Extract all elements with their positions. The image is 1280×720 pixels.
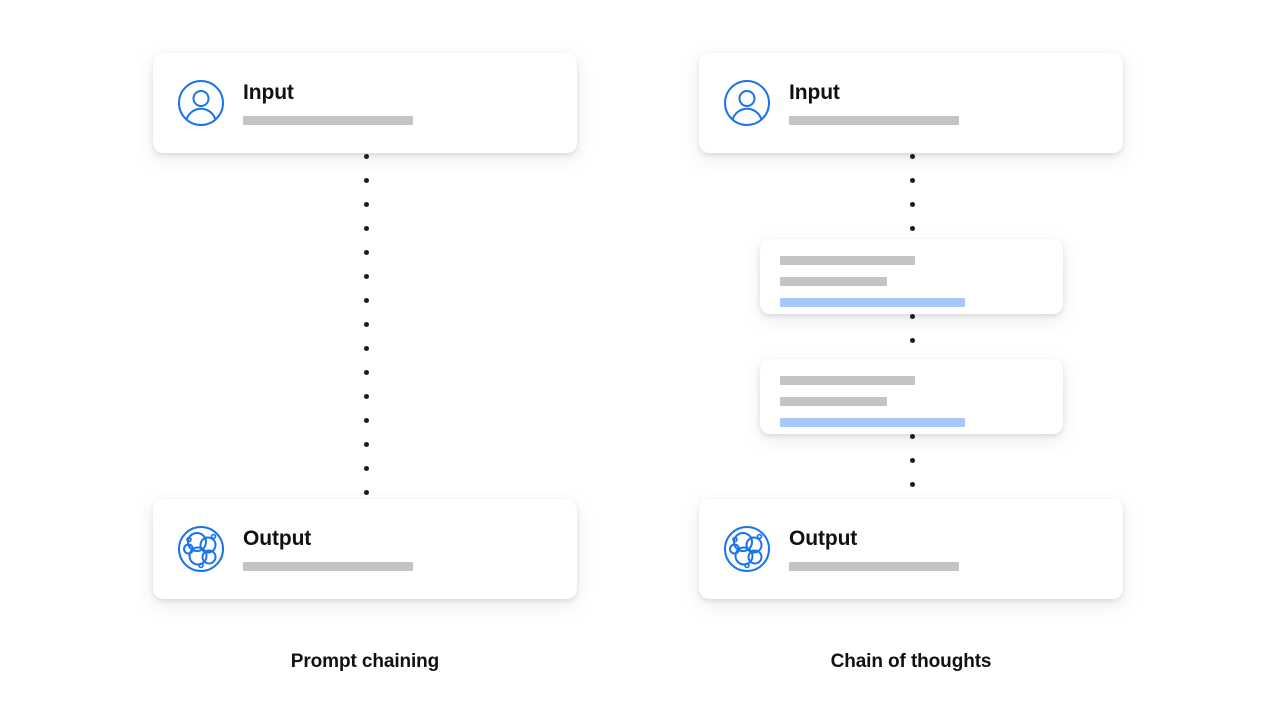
connector-dot xyxy=(364,274,369,279)
output-card-title: Output xyxy=(243,527,312,550)
connector-dot xyxy=(364,394,369,399)
output-card-title: Output xyxy=(789,527,858,550)
connector-dot xyxy=(364,178,369,183)
connector-dot xyxy=(910,154,915,159)
input-card-title: Input xyxy=(243,81,294,104)
input-card-placeholder-bar xyxy=(243,116,413,125)
connector-dot xyxy=(364,418,369,423)
input-card-placeholder-bar xyxy=(789,116,959,125)
connector-dot xyxy=(364,154,369,159)
model-bubbles-icon xyxy=(178,526,224,572)
diagram-prompt-chaining: Input Output Prompt chaining xyxy=(153,0,577,720)
user-avatar-icon xyxy=(178,80,224,126)
connector-dot xyxy=(364,298,369,303)
connector-dot xyxy=(364,226,369,231)
output-card-placeholder-bar xyxy=(243,562,413,571)
input-card-title: Input xyxy=(789,81,840,104)
input-card[interactable]: Input xyxy=(153,53,577,153)
connector-dot xyxy=(910,226,915,231)
diagram-caption-prompt-chaining: Prompt chaining xyxy=(290,651,440,672)
user-avatar-icon xyxy=(724,80,770,126)
connector-dot xyxy=(364,202,369,207)
thought-bar-grey xyxy=(780,277,887,286)
thought-bar-grey xyxy=(780,376,915,385)
connector-dot xyxy=(910,202,915,207)
connector-dot xyxy=(364,466,369,471)
connector-dot xyxy=(364,250,369,255)
diagram-chain-of-thoughts: Input xyxy=(699,0,1123,720)
connector-dot xyxy=(364,490,369,495)
thought-bar-highlight xyxy=(780,298,965,307)
input-card-text: Input xyxy=(243,81,413,125)
thought-card-2[interactable] xyxy=(760,359,1063,434)
thought-bar-highlight xyxy=(780,418,965,427)
connector-dot xyxy=(910,338,915,343)
connector-dot xyxy=(910,458,915,463)
diagram-caption-chain-of-thoughts: Chain of thoughts xyxy=(830,651,992,672)
connector-dot xyxy=(364,442,369,447)
output-card-text: Output xyxy=(243,527,413,571)
input-card-text: Input xyxy=(789,81,959,125)
connector-dot xyxy=(364,322,369,327)
connector-dot xyxy=(364,370,369,375)
connector-dot xyxy=(910,434,915,439)
output-card[interactable]: Output xyxy=(699,499,1123,599)
connector-input-to-thought-1 xyxy=(910,154,915,231)
thought-bar-grey xyxy=(780,256,915,265)
connector-dot xyxy=(910,178,915,183)
model-bubbles-icon xyxy=(724,526,770,572)
connector-dot xyxy=(910,482,915,487)
connector-thought-1-to-thought-2 xyxy=(910,314,915,343)
output-card-text: Output xyxy=(789,527,959,571)
connector-input-to-output xyxy=(364,154,369,495)
thought-bar-grey xyxy=(780,397,887,406)
thought-card-1[interactable] xyxy=(760,239,1063,314)
output-card-placeholder-bar xyxy=(789,562,959,571)
output-card[interactable]: Output xyxy=(153,499,577,599)
connector-dot xyxy=(364,346,369,351)
input-card[interactable]: Input xyxy=(699,53,1123,153)
connector-dot xyxy=(910,314,915,319)
